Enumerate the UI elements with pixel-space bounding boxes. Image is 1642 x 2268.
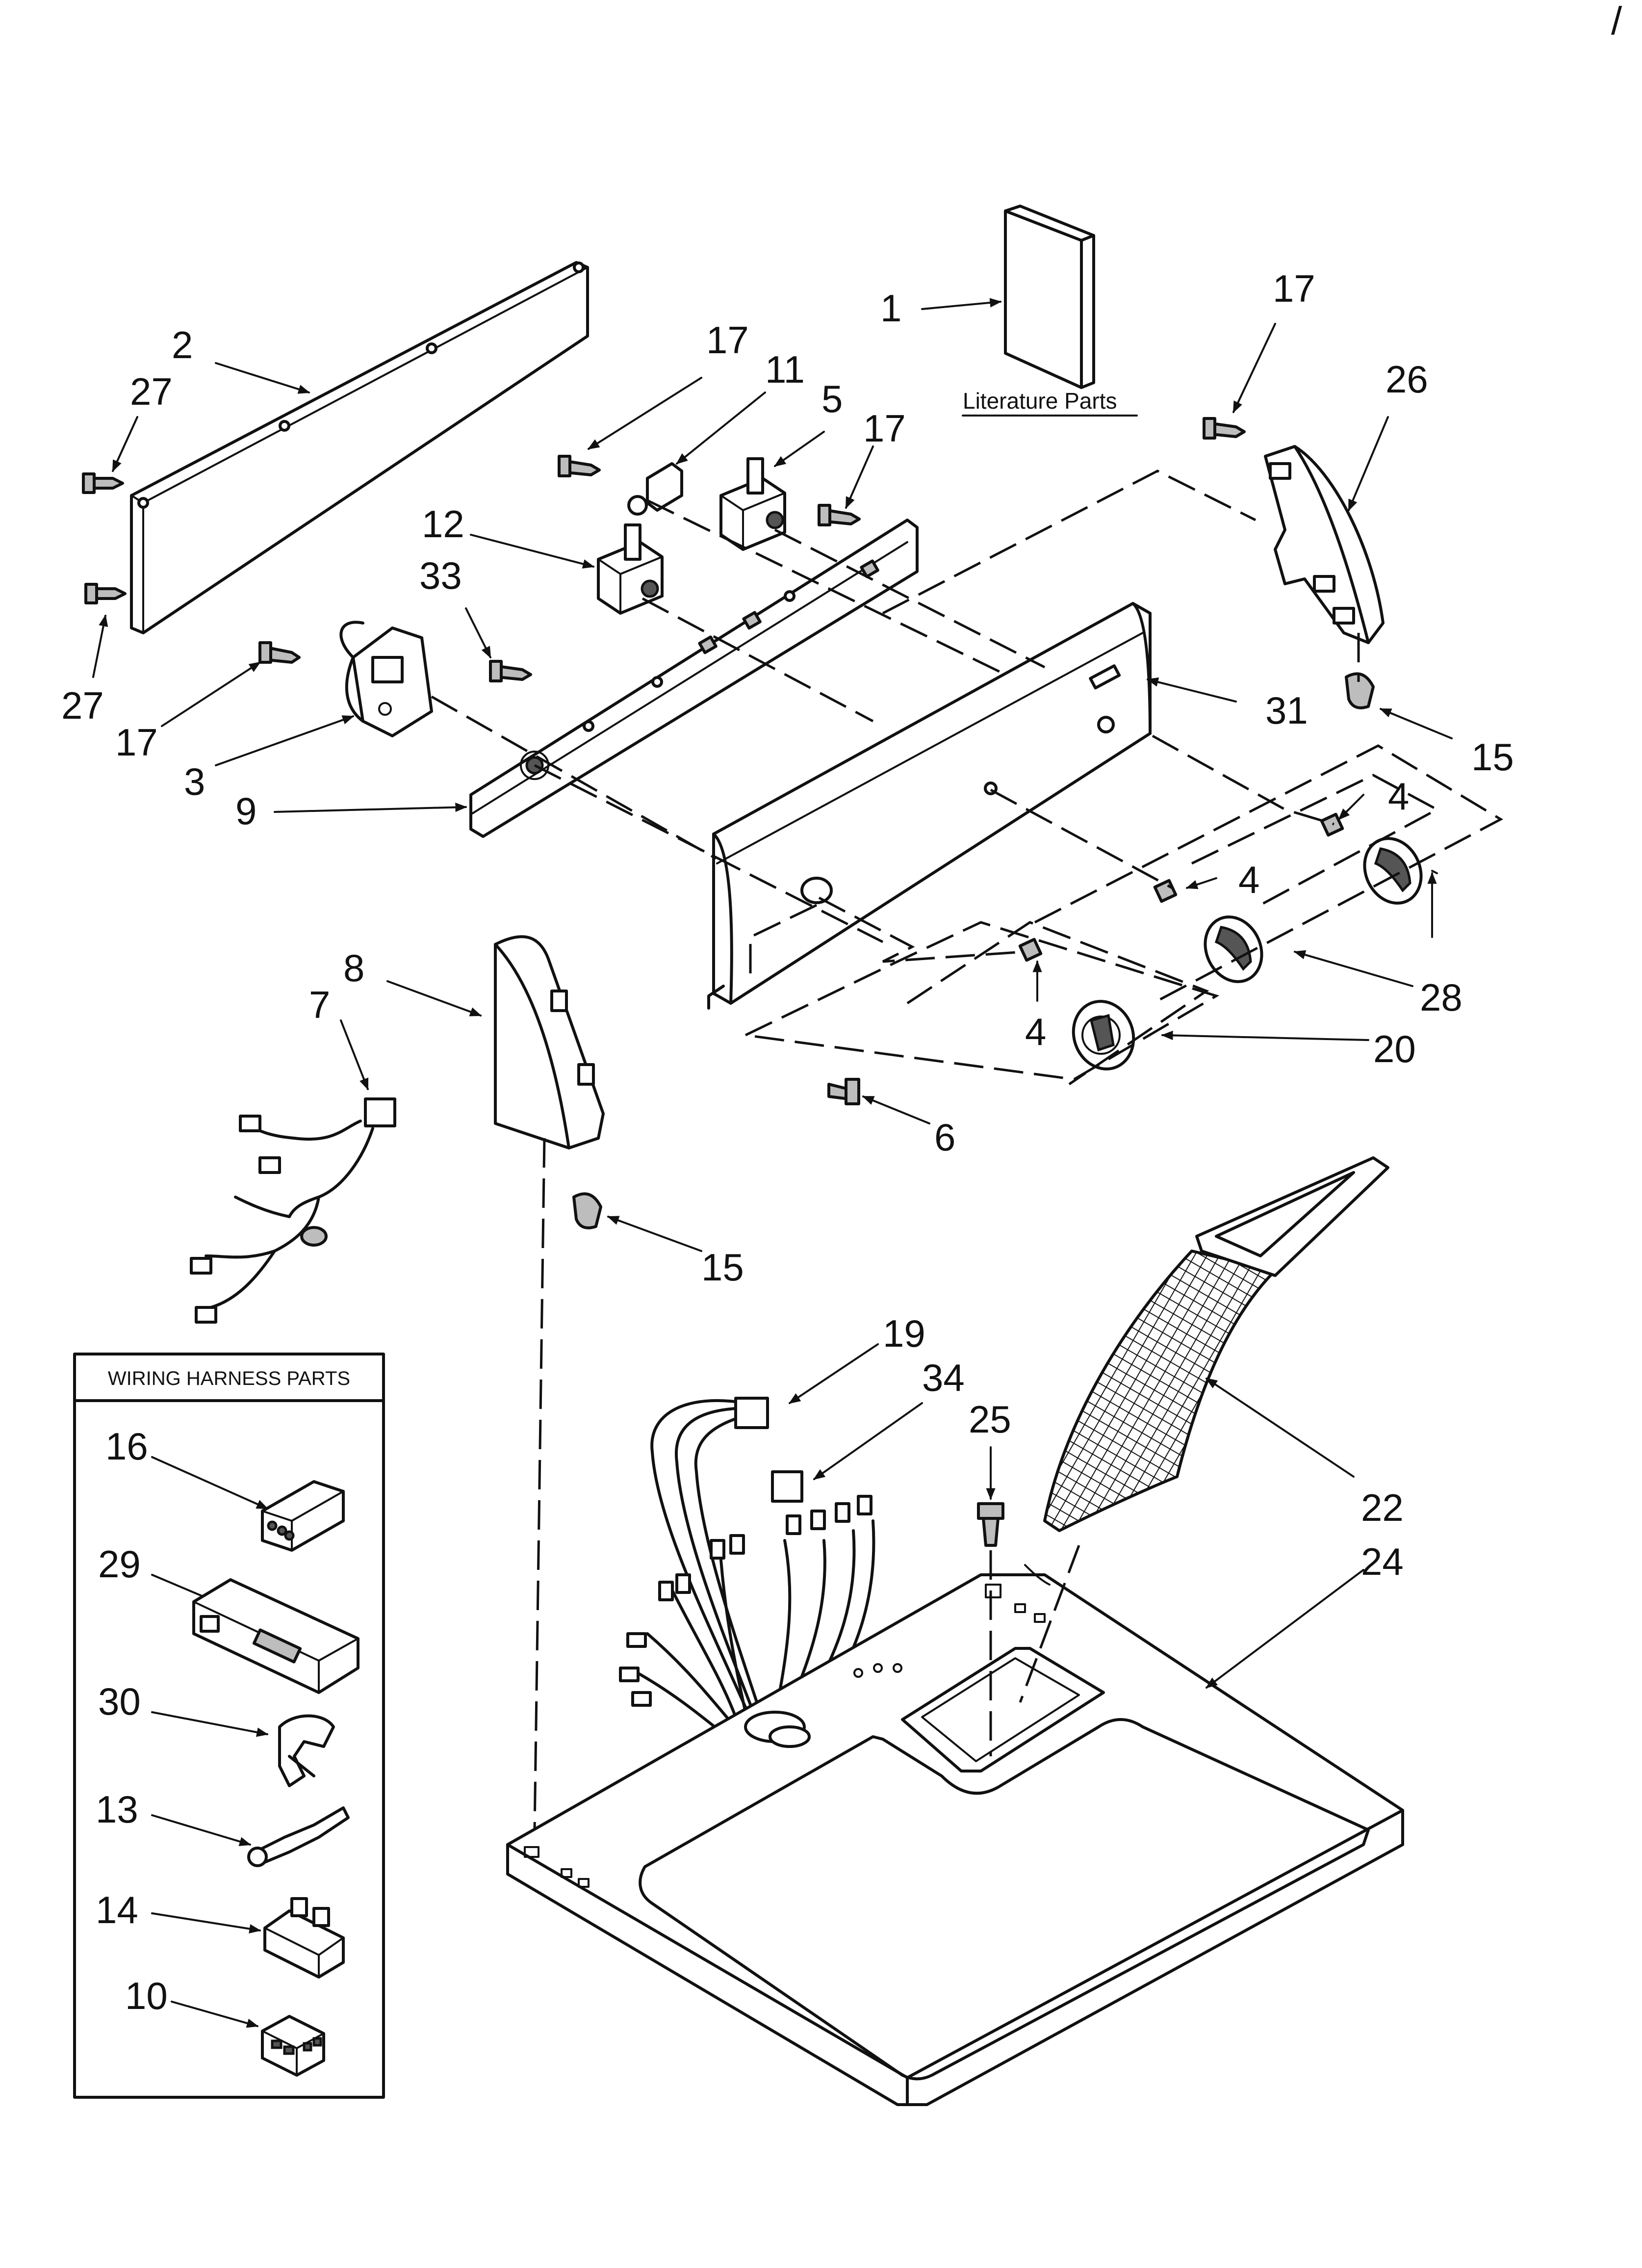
callout-12: 12	[422, 502, 464, 546]
callout-22: 22	[1361, 1486, 1404, 1529]
switch-12	[597, 523, 664, 615]
callout-29: 29	[98, 1542, 141, 1586]
callout-5: 5	[821, 377, 843, 420]
callout-4-left: 4	[1025, 1010, 1046, 1053]
dashed-leaders	[431, 469, 1504, 1830]
connector-10	[261, 2015, 325, 2077]
callout-20: 20	[1373, 1027, 1416, 1070]
screw-17-far-right	[1203, 417, 1246, 440]
callout-15-left: 15	[701, 1246, 744, 1289]
wire-harness	[190, 1097, 396, 1324]
literature-label: Literature Parts	[963, 388, 1117, 414]
callout-10: 10	[125, 1974, 168, 2017]
connector-29	[192, 1578, 359, 1694]
knob-middle	[1153, 879, 1263, 983]
callout-4-middle: 4	[1238, 858, 1259, 901]
switch-5	[719, 457, 786, 551]
wiring-box-title: WIRING HARNESS PARTS	[108, 1368, 350, 1389]
callout-3: 3	[184, 760, 205, 803]
control-bracket	[469, 519, 919, 838]
callout-4-right: 4	[1388, 775, 1409, 818]
callout-30: 30	[98, 1680, 141, 1723]
callout-8: 8	[343, 946, 364, 990]
end-cap-left	[494, 935, 605, 1149]
literature-parts: Literature Parts	[962, 205, 1138, 417]
callout-1: 1	[880, 287, 901, 330]
callout-19: 19	[883, 1312, 925, 1355]
callout-17-right: 17	[863, 407, 906, 450]
end-cap-right	[1264, 445, 1385, 644]
screw-33	[489, 660, 532, 682]
screw-25	[977, 1502, 1004, 1547]
callout-2: 2	[172, 323, 193, 366]
corner-mark: /	[1611, 0, 1622, 43]
callout-labels: 1 2 27 27 17 11 5 17 17 26 12 33 17 3 9 …	[61, 267, 1514, 2017]
screw-17-mid	[558, 455, 601, 477]
callout-26: 26	[1385, 358, 1428, 401]
screw-6	[827, 1078, 860, 1105]
callout-16: 16	[105, 1425, 148, 1468]
callout-15-right: 15	[1471, 735, 1514, 779]
callout-7: 7	[309, 983, 330, 1026]
connector-16	[261, 1480, 345, 1552]
clip-30	[278, 1714, 335, 1787]
callout-17-left: 17	[115, 721, 158, 764]
callout-14: 14	[96, 1888, 138, 1931]
callout-9: 9	[235, 789, 257, 833]
switch-11	[627, 462, 683, 516]
callout-25: 25	[969, 1398, 1011, 1441]
callout-6: 6	[934, 1116, 955, 1159]
screw-27-bottom	[84, 583, 127, 604]
terminal-13	[247, 1806, 350, 1867]
arrows	[92, 298, 1453, 2028]
callout-27-top: 27	[130, 370, 173, 413]
callout-17-mid: 17	[706, 318, 749, 362]
callout-33: 33	[419, 554, 462, 597]
callout-13: 13	[96, 1788, 138, 1831]
clip-15-left	[572, 1192, 602, 1229]
screw-27-top	[82, 472, 124, 494]
callout-11: 11	[765, 348, 805, 391]
callout-28: 28	[1420, 976, 1462, 1019]
top-panel	[506, 1564, 1404, 2106]
callout-34: 34	[922, 1356, 965, 1399]
lint-duct	[1043, 1156, 1389, 1532]
connector-14	[263, 1897, 345, 1979]
callout-17-far-right: 17	[1273, 267, 1315, 310]
callout-31: 31	[1265, 689, 1308, 732]
clip-15-right	[1345, 672, 1375, 709]
wiring-harness-box: WIRING HARNESS PARTS	[73, 1353, 385, 2099]
console-panel	[707, 602, 1152, 1010]
rear-panel	[130, 261, 589, 634]
timer-switch	[339, 621, 433, 737]
callout-24: 24	[1361, 1540, 1404, 1583]
screw-17-left	[258, 641, 301, 664]
screw-17-right	[818, 504, 861, 526]
callout-27-bottom: 27	[61, 684, 104, 727]
